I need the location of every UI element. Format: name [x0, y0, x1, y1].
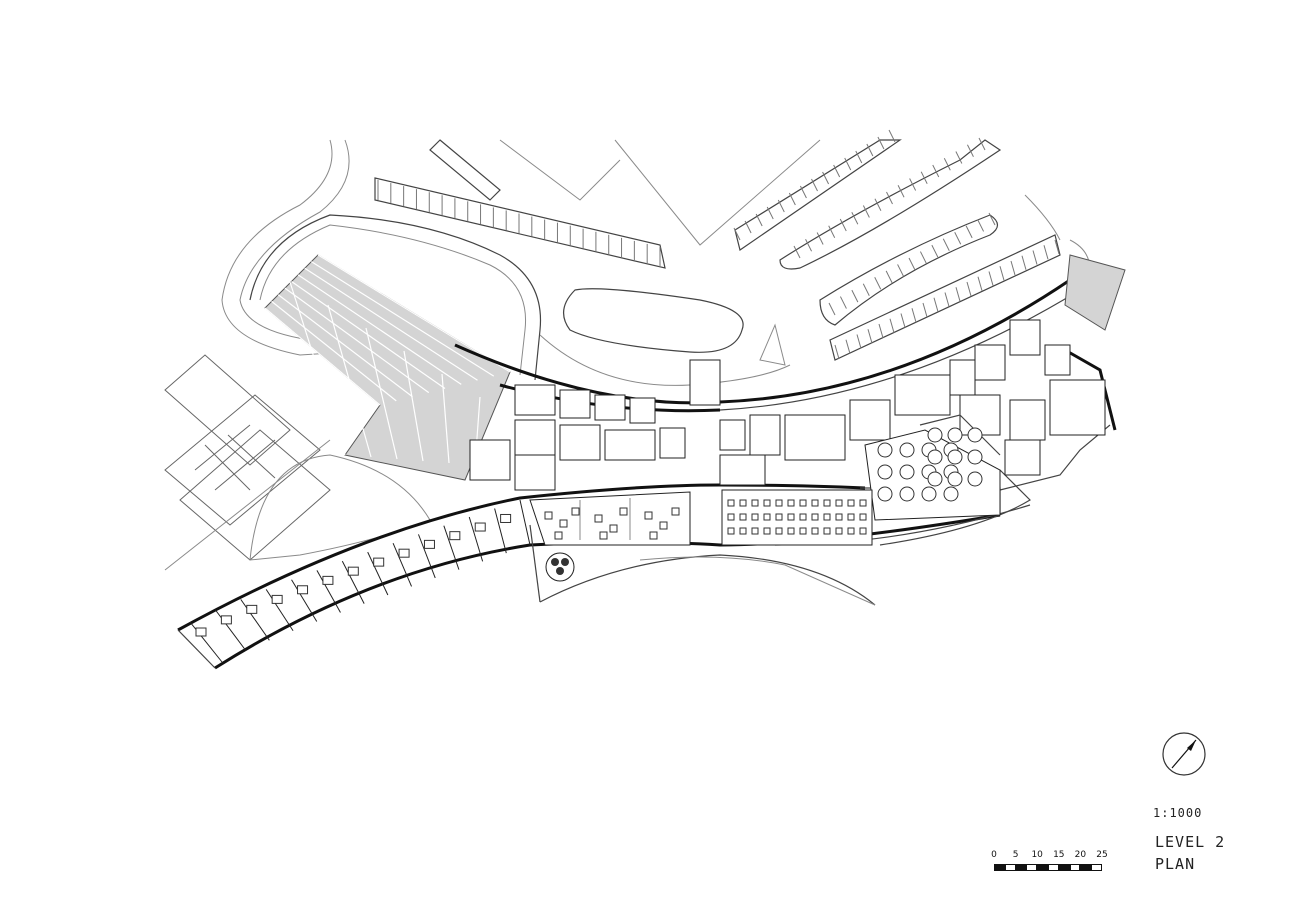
- restaurant-tables: [727, 499, 867, 535]
- scale-tick-label: 10: [1031, 850, 1043, 860]
- north-arrow-icon: [1162, 732, 1206, 776]
- scale-tick-label: 20: [1074, 850, 1087, 860]
- road-island: [563, 288, 744, 353]
- scale-bar: 0 5 10 15 20 25: [990, 850, 1110, 880]
- traffic-island: [759, 323, 786, 366]
- east-stair-hatch: [1064, 254, 1126, 331]
- roof-grid-lines: [264, 254, 511, 466]
- restaurant: [721, 489, 873, 546]
- lounge-furniture: [544, 507, 680, 540]
- guest-room-strip: [189, 499, 531, 663]
- scale-bar-segment: [1058, 864, 1070, 871]
- scale-bar-segment: [1080, 864, 1092, 871]
- scale-bar-segment: [1069, 864, 1081, 871]
- parking-rows: [374, 139, 1061, 361]
- entrance-plaza: [529, 524, 876, 606]
- central-rooms: [469, 319, 1106, 491]
- scale-tick-label: 25: [1096, 850, 1108, 860]
- plan-title-level: LEVEL 2: [1155, 833, 1226, 851]
- scale-bar-segment: [1091, 864, 1102, 871]
- round-tables: [877, 427, 983, 502]
- tennis-courts: [164, 354, 431, 571]
- lounge: [529, 491, 691, 546]
- scale-bar-segment: [1026, 864, 1038, 871]
- scale-bar-segment: [1004, 864, 1016, 871]
- parking-stall-lines: [377, 129, 1060, 360]
- scale-bar-segment: [994, 864, 1005, 871]
- scale-bar-segment: [1015, 864, 1027, 871]
- scale-bar-segment: [1048, 864, 1059, 871]
- scale-tick-label: 5: [1012, 850, 1019, 860]
- scale-ratio: 1:1000: [1153, 806, 1203, 820]
- scale-bar-segment: [1037, 864, 1048, 871]
- scale-tick-label: 15: [1053, 850, 1065, 860]
- scale-tick-label: 0: [991, 850, 997, 860]
- plan-title-plan: PLAN: [1155, 855, 1196, 873]
